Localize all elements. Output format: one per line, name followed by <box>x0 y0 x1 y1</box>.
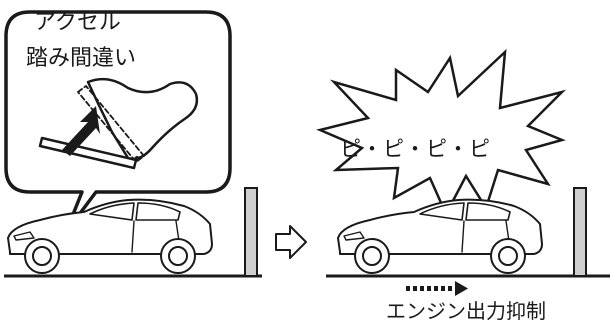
hollow-right-arrow-icon <box>276 226 306 258</box>
engine-output-suppression-caption: エンジン出力抑制 <box>386 295 546 324</box>
car-right <box>338 200 542 273</box>
dotted-right-arrow-icon <box>406 281 468 296</box>
car-left <box>8 200 212 273</box>
callout-title-line1: アクセル <box>34 4 121 36</box>
obstacle-pillar-right <box>574 188 586 276</box>
obstacle-pillar-left <box>245 188 257 276</box>
warning-beep-text: ピ・ピ・ピ・ピ <box>340 133 491 163</box>
callout-title-line2: 踏み間違い <box>26 40 136 72</box>
